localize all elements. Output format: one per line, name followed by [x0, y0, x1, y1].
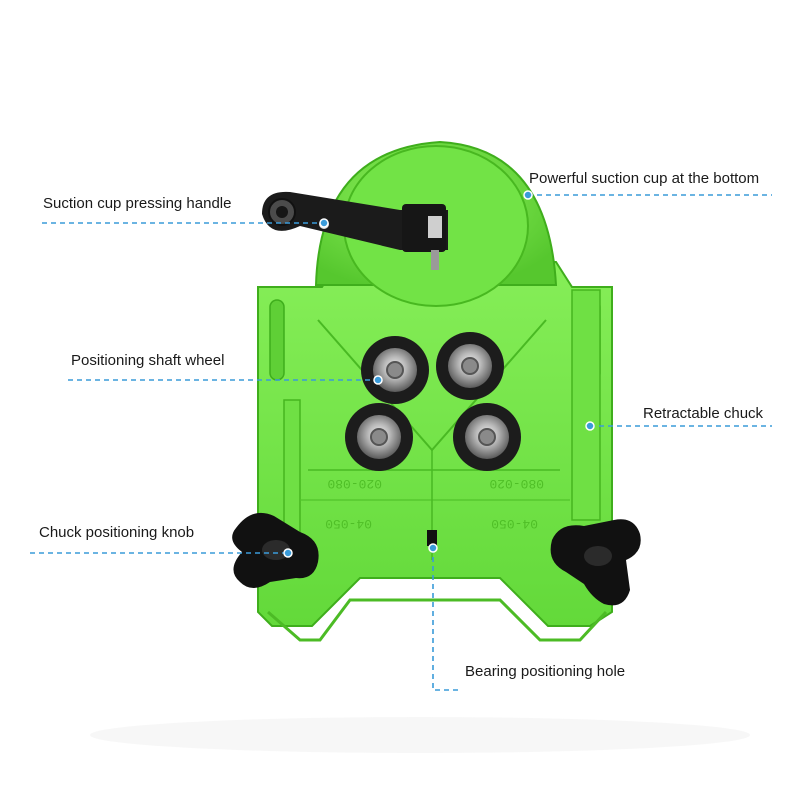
bearing-bottom-right — [453, 403, 521, 471]
suction-handle — [262, 191, 448, 270]
label-bearing-hole: Bearing positioning hole — [465, 663, 626, 680]
base-plate — [257, 261, 613, 642]
engraving-lower-left: 04-050 — [325, 516, 372, 531]
label-retractable-chuck: Retractable chuck — [643, 405, 764, 422]
bearing-top-left — [361, 336, 429, 404]
engraving-upper-right: 080-020 — [489, 476, 544, 491]
chuck-knob-left — [232, 512, 319, 588]
engraving-lower-right: 04-050 — [491, 516, 538, 531]
chuck-knob-right — [550, 519, 641, 606]
bearing-positioning-hole — [427, 530, 437, 546]
engraving-upper-left: 020-080 — [327, 476, 382, 491]
label-suction-cup: Powerful suction cup at the bottom — [529, 170, 760, 187]
floor-reflection — [90, 717, 750, 753]
bearing-top-right — [436, 332, 504, 400]
leader-lines — [30, 194, 772, 691]
leader-dots — [283, 190, 595, 558]
label-suction-handle: Suction cup pressing handle — [43, 195, 232, 212]
label-shaft-wheel: Positioning shaft wheel — [71, 352, 225, 369]
label-chuck-knob: Chuck positioning knob — [39, 524, 195, 541]
bearing-bottom-left — [345, 403, 413, 471]
